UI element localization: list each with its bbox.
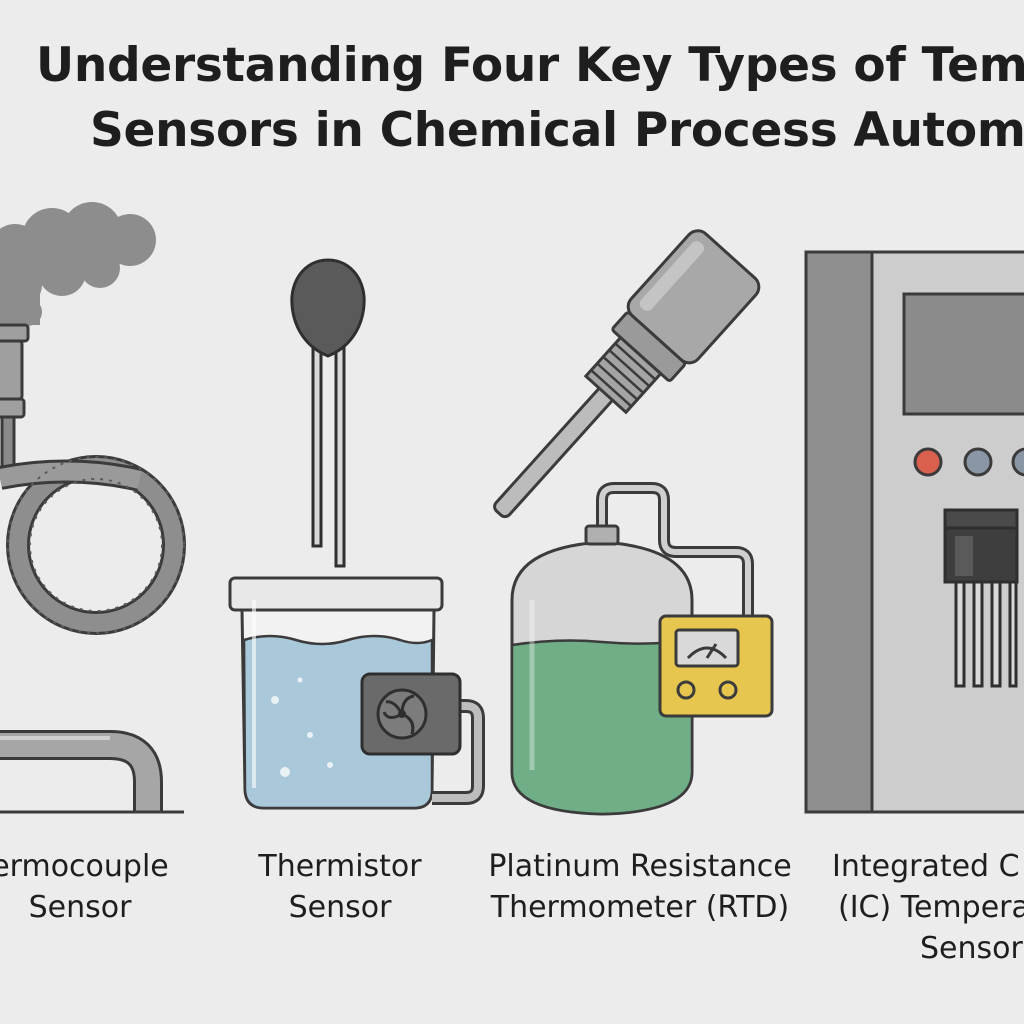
indicator-light-gray (963, 447, 993, 477)
label-line: Platinum Resistance (488, 849, 792, 884)
coiled-cable (0, 455, 186, 635)
fan-module (360, 672, 462, 756)
label-line: Thermometer (RTD) (490, 890, 790, 925)
ic-sensor-illustration (804, 250, 1024, 814)
label-thermocouple-sensor: ermocouple Sensor (0, 846, 180, 928)
label-thermistor-sensor: Thermistor Sensor (240, 846, 440, 928)
ic-chip (943, 508, 1019, 688)
label-line: Sensor (920, 931, 1023, 966)
thermistor-bead (290, 258, 366, 358)
meter-knob-left (676, 680, 696, 700)
rtd-probe (493, 229, 761, 519)
cabinet-display (902, 292, 1024, 416)
label-line: (IC) Tempera (838, 890, 1024, 925)
thermocouple-illustration (0, 202, 186, 814)
thermistor-leads (311, 328, 346, 568)
label-rtd-sensor: Platinum Resistance Thermometer (RTD) (470, 846, 810, 928)
liquid-bubbles (271, 677, 333, 777)
page-title-line-1: Understanding Four Key Types of Temper (36, 38, 1024, 93)
smoke-cloud (0, 202, 156, 326)
rtd-illustration (493, 229, 774, 816)
label-line: Integrated C (832, 849, 1020, 884)
gauge-icon (686, 646, 728, 660)
control-cabinet (804, 250, 1024, 814)
label-line: Thermistor (258, 849, 422, 884)
probe-head (0, 323, 30, 479)
meter-knob-right (718, 680, 738, 700)
pressure-tank (510, 524, 694, 816)
digital-meter (658, 614, 774, 718)
label-line: ermocouple (0, 849, 169, 884)
indicator-light-red (913, 447, 943, 477)
process-pipe (0, 730, 184, 814)
label-ic-sensor: Integrated C (IC) Tempera Sensor (832, 846, 1024, 969)
label-line: Sensor (28, 890, 132, 925)
thermistor-illustration (228, 258, 485, 810)
indicator-light-gray-2 (1011, 447, 1024, 477)
capillary-tube (596, 482, 754, 620)
page-title-line-2: Sensors in Chemical Process Automatio (90, 103, 1024, 158)
label-line: Sensor (288, 890, 392, 925)
